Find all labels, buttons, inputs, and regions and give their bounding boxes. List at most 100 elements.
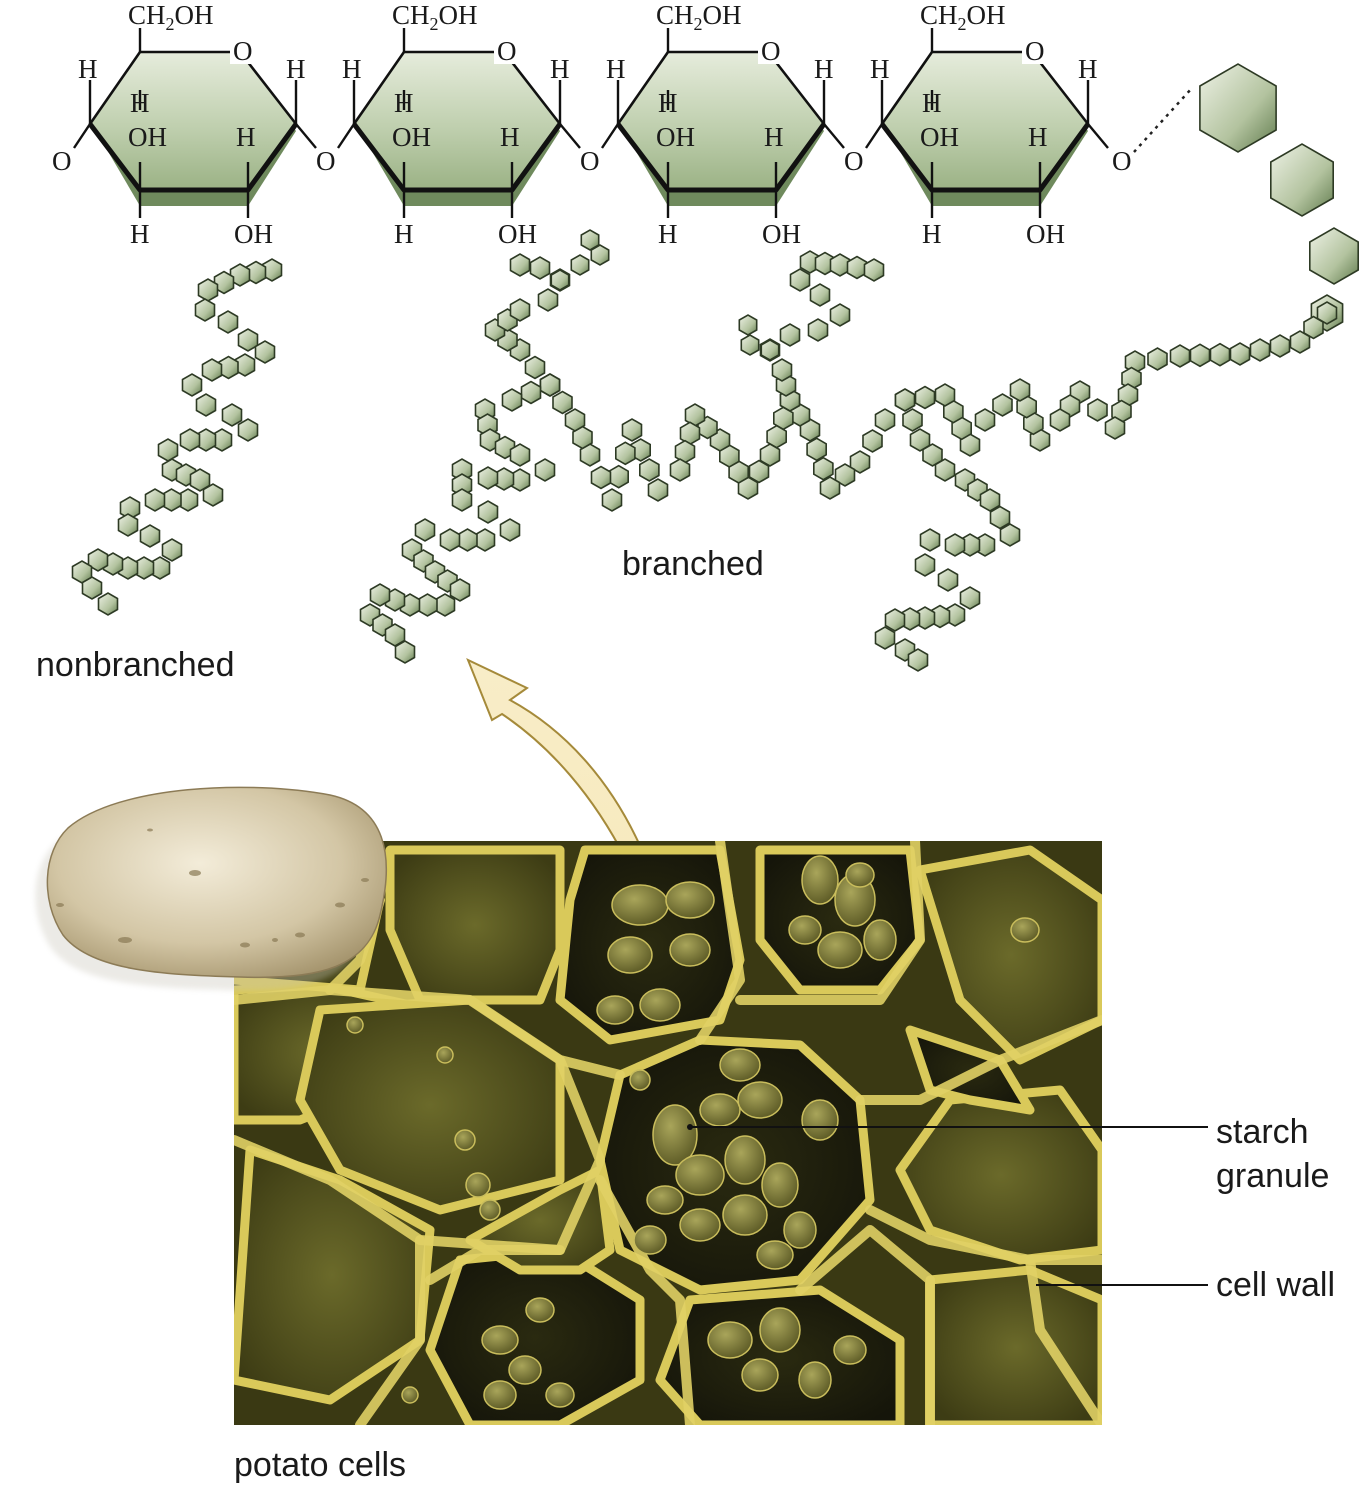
- plant-cell: [425, 1245, 645, 1425]
- glucose-bead: [874, 626, 896, 650]
- starch-granule: [652, 1104, 698, 1166]
- glucose-bead: [1016, 394, 1037, 419]
- glucose-bead: [807, 318, 829, 342]
- glucose-bead: [1289, 330, 1311, 354]
- starch-granule: [722, 1194, 768, 1236]
- glucose-bead: [117, 513, 139, 537]
- cell-wall: [355, 1235, 425, 1425]
- glucose-bead: [524, 355, 546, 380]
- glucose-bead: [999, 523, 1021, 547]
- cell-wall: [865, 1205, 1102, 1265]
- glucose-bead: [789, 268, 811, 292]
- cell-wall: [595, 1175, 695, 1425]
- plant-cell: [925, 1265, 1102, 1425]
- hydrogen-atom: H: [1078, 54, 1098, 84]
- glucose-bead: [748, 459, 770, 484]
- hydrogen-atom: H: [764, 122, 784, 152]
- glucose-bead: [451, 488, 473, 512]
- cell-wall: [795, 1225, 935, 1425]
- hydrogen-atom: H: [814, 54, 834, 84]
- glucose-bead: [394, 640, 416, 664]
- starch-granule: [759, 1307, 801, 1353]
- glucose-bead: [1087, 398, 1108, 422]
- glucose-bead: [181, 373, 203, 397]
- hydrogen-atom: H: [922, 219, 942, 249]
- glucose-bead: [846, 255, 868, 280]
- glucose-bead: [829, 303, 851, 327]
- glucose-bead: [621, 418, 643, 442]
- starch-granule: [817, 931, 863, 969]
- starch-granule: [639, 988, 681, 1022]
- glucose-bead: [157, 438, 179, 462]
- starch-granule: [737, 1081, 783, 1119]
- glucose-bead: [572, 425, 593, 450]
- cell-wall: [735, 841, 925, 1005]
- hydroxyl-group: OH: [656, 122, 695, 152]
- starch-granule: [669, 933, 711, 967]
- glucose-bead: [499, 518, 521, 542]
- glucose-bead: [1049, 408, 1071, 432]
- hydroxyl-group: OH: [234, 219, 273, 249]
- glucose-bead: [1169, 344, 1191, 368]
- starch-granule: [611, 884, 669, 926]
- cell-wall: [695, 841, 745, 1045]
- glucose-bead: [759, 443, 781, 467]
- starch-granule: [629, 1069, 651, 1091]
- hydrogen-atom: H: [394, 88, 414, 118]
- glucose-bead: [1269, 334, 1291, 358]
- glucose-bead: [477, 500, 499, 524]
- glucose-bead: [477, 466, 499, 490]
- glucose-bead: [669, 458, 691, 482]
- glucose-bead: [194, 298, 216, 322]
- ch2oh-group: CH2OH: [128, 0, 214, 34]
- glucose-bead: [601, 488, 623, 512]
- glucose-bead: [884, 608, 906, 632]
- hydrogen-atom: H: [658, 88, 678, 118]
- glucose-bead: [81, 576, 103, 600]
- ring-oxygen: O: [761, 36, 781, 66]
- starch-granule: [699, 1093, 741, 1127]
- hydrogen-atom: H: [286, 54, 306, 84]
- glucose-bead: [944, 533, 966, 557]
- ch2oh-group: CH2OH: [920, 0, 1006, 34]
- starch-granule: [481, 1325, 519, 1355]
- leader-lines: [687, 1124, 1208, 1286]
- ring-oxygen: O: [497, 36, 517, 66]
- glucose-bead: [922, 443, 943, 467]
- glucose-bead: [161, 538, 183, 562]
- glucose-bead: [608, 464, 630, 489]
- glucose-bead: [218, 355, 239, 380]
- glucose-bead: [909, 428, 931, 452]
- glucose-bead: [221, 403, 243, 427]
- glucose-bead: [914, 385, 936, 410]
- glucose-bead: [1303, 315, 1324, 340]
- starch-granule: [675, 1154, 725, 1196]
- starch-granule: [741, 1358, 779, 1392]
- glucose-bead: [529, 256, 551, 280]
- hydrogen-atom: H: [342, 54, 362, 84]
- glucose-bead: [217, 310, 239, 334]
- glucose-bead: [97, 592, 119, 616]
- glucose-bead: [474, 528, 496, 552]
- glucose-bead: [457, 528, 478, 552]
- glucose-bead: [580, 229, 600, 251]
- starch-granule: [798, 1361, 832, 1399]
- glucose-bead: [1316, 301, 1338, 325]
- starch-granule: [545, 1382, 575, 1408]
- glucose-bead: [509, 253, 531, 277]
- starch-granule: [761, 1162, 799, 1208]
- glucose-bead: [139, 524, 161, 548]
- hydroxyl-group: OH: [498, 219, 537, 249]
- starch-granule: [401, 1386, 419, 1404]
- starch-granule: [465, 1172, 491, 1198]
- starch-granule: [483, 1380, 517, 1410]
- glucose-bead: [1104, 416, 1126, 440]
- glucose-bead: [254, 340, 276, 364]
- nonbranched-label: nonbranched: [36, 646, 235, 684]
- glucose-bead: [1022, 411, 1044, 436]
- ring-oxygen: O: [1025, 36, 1045, 66]
- glucose-bead: [902, 408, 923, 432]
